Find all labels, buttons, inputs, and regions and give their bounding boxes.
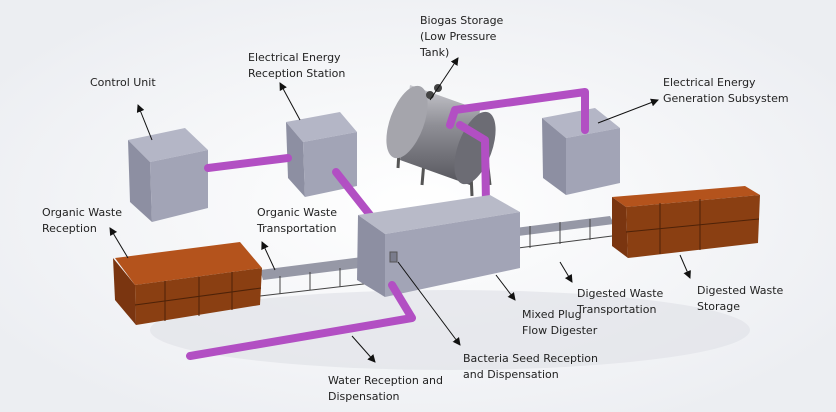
pipe-control-to-station [204,154,292,172]
pipe-station-to-digester [332,168,374,219]
arrow-organic-transport [261,241,276,271]
arrow-digested-storage [679,254,691,279]
organic-waste-conveyor [259,256,375,297]
organic-waste-reception-container [113,242,262,325]
pipe-digester-to-tank [456,121,490,209]
pipe-tank-to-generation [446,88,589,134]
bacteria-seed-port [389,251,398,263]
arrow-digester [495,274,516,301]
digested-waste-storage-container [612,186,760,258]
arrow-biogas-storage [429,57,459,101]
mixed-plug-flow-digester [357,195,520,297]
arrow-digested-transport [559,261,573,283]
arrow-generation [597,98,659,124]
arrow-control-unit [136,104,153,141]
water-pipe [186,281,416,360]
digested-waste-conveyor [515,216,614,249]
arrow-organic-reception [109,227,129,259]
arrow-bacteria-seed [397,261,461,346]
arrow-water [351,335,376,363]
label-control-unit: Control Unit [90,76,156,89]
control-unit-cube [128,128,208,222]
arrow-reception-station [279,82,301,121]
